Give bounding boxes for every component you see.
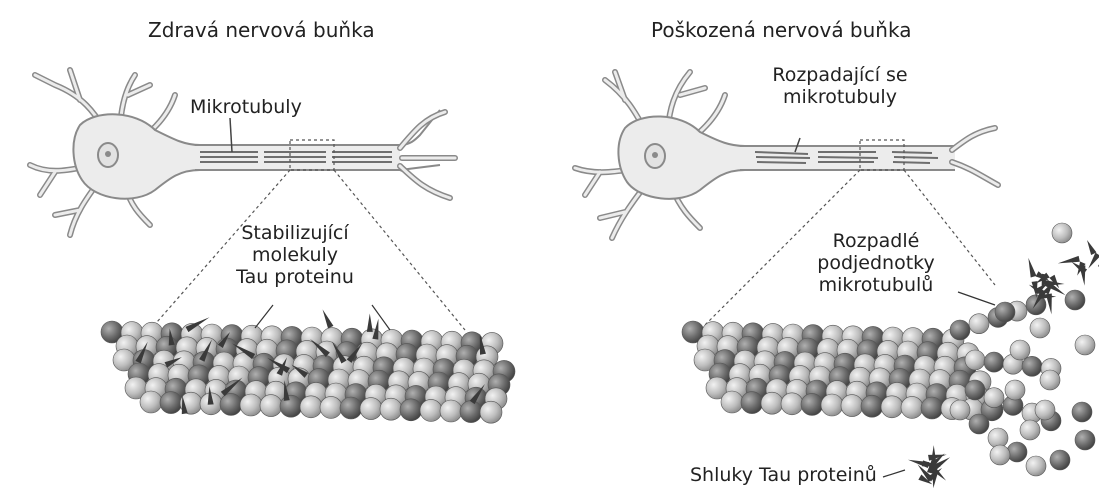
label-disintegrating-microtubules: Rozpadající se mikrotubuly bbox=[765, 64, 915, 108]
tubulin-subunit bbox=[340, 397, 362, 419]
tubulin-subunit bbox=[995, 302, 1015, 322]
tau-molecule bbox=[1088, 253, 1099, 269]
tubulin-subunit bbox=[1030, 318, 1050, 338]
tubulin-subunit bbox=[761, 392, 783, 414]
tubulin-subunit bbox=[320, 396, 342, 418]
label-disintegrating-line-2: mikrotubuly bbox=[765, 86, 915, 108]
tubulin-subunit bbox=[741, 392, 763, 414]
tubulin-subunit bbox=[160, 392, 182, 414]
tau-molecule bbox=[1058, 256, 1080, 263]
tubulin-subunit bbox=[721, 391, 743, 413]
label-stabilizing-tau: Stabilizující molekuly Tau proteinu bbox=[225, 222, 365, 288]
tubulin-subunit bbox=[440, 400, 462, 422]
tubulin-subunit bbox=[300, 396, 322, 418]
tau-molecule bbox=[1028, 258, 1036, 278]
damaged-panel-title: Poškozená nervová buňka bbox=[651, 18, 911, 42]
tubulin-subunit bbox=[1022, 356, 1042, 376]
tubulin-subunit bbox=[1075, 335, 1095, 355]
tubulin-subunit bbox=[841, 395, 863, 417]
tubulin-subunit bbox=[801, 393, 823, 415]
tubulin-subunit bbox=[280, 395, 302, 417]
label-disintegrating-line-1: Rozpadající se bbox=[765, 64, 915, 86]
tubulin-subunit bbox=[861, 395, 883, 417]
tubulin-subunit bbox=[821, 394, 843, 416]
label-subunits-line-2: podjednotky bbox=[796, 252, 956, 274]
tubulin-subunit bbox=[990, 445, 1010, 465]
tubulin-subunit bbox=[984, 352, 1004, 372]
tubulin-subunit bbox=[1007, 442, 1027, 462]
label-stabilizing-line-3: Tau proteinu bbox=[225, 266, 365, 288]
tubulin-subunit bbox=[1052, 223, 1072, 243]
tubulin-subunit bbox=[969, 314, 989, 334]
tubulin-subunit bbox=[1050, 450, 1070, 470]
tubulin-subunit bbox=[1020, 420, 1040, 440]
tubulin-subunit bbox=[1075, 430, 1095, 450]
tubulin-subunit bbox=[984, 388, 1004, 408]
tubulin-subunit bbox=[220, 393, 242, 415]
tubulin-subunit bbox=[901, 396, 923, 418]
tubulin-subunit bbox=[1040, 370, 1060, 390]
tubulin-subunit bbox=[240, 394, 262, 416]
tubulin-subunit bbox=[460, 401, 482, 423]
tau-molecule bbox=[1046, 293, 1052, 314]
tubulin-subunit bbox=[781, 393, 803, 415]
label-disintegrated-subunits: Rozpadlé podjednotky mikrotubulů bbox=[796, 230, 956, 296]
tubulin-subunit bbox=[1026, 456, 1046, 476]
tau-molecule bbox=[908, 460, 929, 468]
tubulin-subunit bbox=[965, 350, 985, 370]
tubulin-subunit bbox=[1065, 290, 1085, 310]
tubulin-subunit bbox=[921, 397, 943, 419]
tubulin-subunit bbox=[1010, 340, 1030, 360]
tubulin-subunit bbox=[420, 399, 442, 421]
tubulin-subunit bbox=[965, 380, 985, 400]
tubulin-subunit bbox=[881, 396, 903, 418]
tubulin-subunit bbox=[360, 398, 382, 420]
tubulin-subunit bbox=[480, 401, 502, 423]
tubulin-subunit bbox=[950, 320, 970, 340]
tau-molecule bbox=[1087, 240, 1096, 255]
tubulin-subunit bbox=[140, 391, 162, 413]
tubulin-subunit bbox=[950, 400, 970, 420]
tubulin-subunit bbox=[1072, 402, 1092, 422]
tau-molecule bbox=[367, 314, 373, 332]
label-subunits-line-3: mikrotubulů bbox=[796, 274, 956, 296]
label-subunits-line-1: Rozpadlé bbox=[796, 230, 956, 252]
tubulin-subunit bbox=[380, 398, 402, 420]
label-stabilizing-line-1: Stabilizující bbox=[225, 222, 365, 244]
label-tau-clusters: Shluky Tau proteinů bbox=[690, 464, 877, 486]
healthy-microtubule bbox=[101, 321, 515, 423]
tubulin-subunit bbox=[260, 395, 282, 417]
tubulin-subunit bbox=[1035, 400, 1055, 420]
healthy-panel-title: Zdravá nervová buňka bbox=[148, 18, 375, 42]
label-stabilizing-line-2: molekuly bbox=[225, 244, 365, 266]
label-microtubules: Mikrotubuly bbox=[190, 96, 302, 118]
tubulin-subunit bbox=[1005, 380, 1025, 400]
tubulin-subunit bbox=[400, 399, 422, 421]
tubulin-subunit bbox=[969, 414, 989, 434]
tau-molecule bbox=[323, 309, 334, 328]
